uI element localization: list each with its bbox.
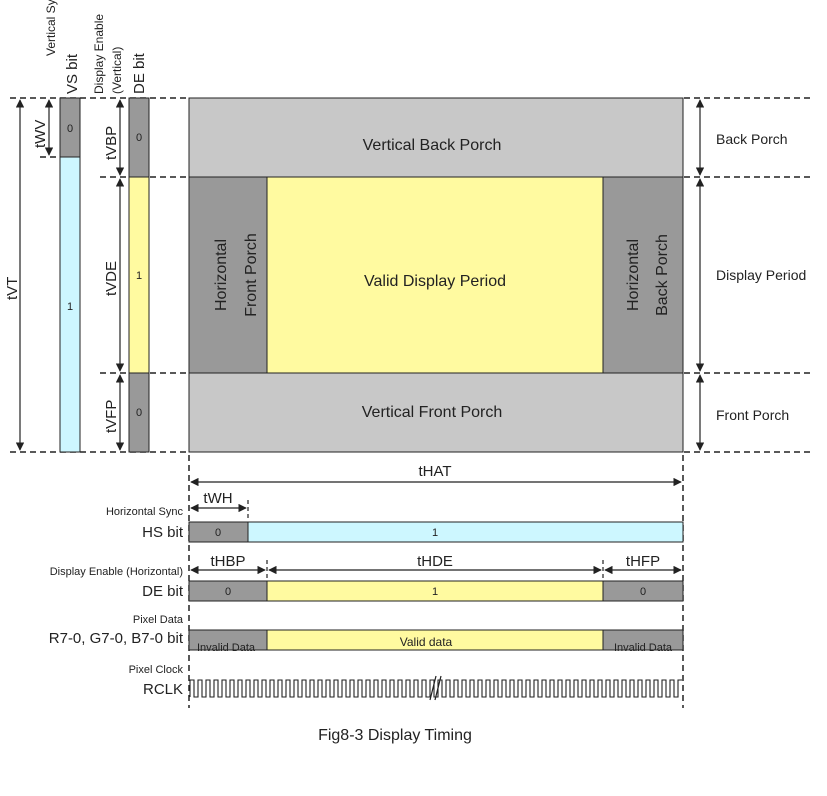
pd-invalid-left-label: Invalid Data xyxy=(197,642,256,654)
vertical-back-porch-region xyxy=(188,97,684,178)
label-twv: tWV xyxy=(32,120,49,148)
hs-low-value: 0 xyxy=(215,527,221,539)
pd-valid-label: Valid data xyxy=(400,635,453,649)
label-thbp: tHBP xyxy=(210,553,245,570)
vs-low-value: 0 xyxy=(67,123,73,135)
vertical-dimension-arrows xyxy=(15,99,705,451)
valid-display-period-label: Valid Display Period xyxy=(364,273,506,290)
horizontal-front-porch-region xyxy=(188,176,268,374)
label-thfp: tHFP xyxy=(626,553,660,570)
de-v-caption-1: Display Enable xyxy=(92,14,106,94)
pd-caption: Pixel Data xyxy=(133,614,184,626)
hbp-label-line2: Back Porch xyxy=(654,234,671,316)
de-v-high-value: 1 xyxy=(136,270,142,282)
label-tvt: tVT xyxy=(4,277,21,300)
label-that: tHAT xyxy=(418,463,451,480)
vertical-front-porch-region xyxy=(188,372,684,453)
right-label-back-porch: Back Porch xyxy=(716,131,788,147)
horizontal-de-guides xyxy=(266,560,604,580)
hs-high-value: 1 xyxy=(432,527,438,539)
clk-name: RCLK xyxy=(143,681,183,698)
de-h-high-value: 1 xyxy=(432,586,438,598)
hfp-label-line2: Front Porch xyxy=(243,233,260,317)
de-h-name: DE bit xyxy=(142,583,184,600)
rclk-waveform xyxy=(189,679,682,698)
de-h-low-right-value: 0 xyxy=(640,586,646,598)
de-h-low-left-value: 0 xyxy=(225,586,231,598)
right-label-front-porch: Front Porch xyxy=(716,407,789,423)
clk-caption: Pixel Clock xyxy=(129,664,184,676)
vs-name: VS bit xyxy=(64,53,81,94)
de-v-caption-2: (Vertical) xyxy=(110,47,124,94)
horizontal-back-porch-region xyxy=(602,176,684,374)
de-h-low-right xyxy=(602,580,684,602)
hs-high-segment xyxy=(247,521,684,543)
vs-high-value: 1 xyxy=(67,301,73,313)
rclk-break-mark xyxy=(429,675,442,701)
de-v-low-bottom-value: 0 xyxy=(136,407,142,419)
pd-invalid-right xyxy=(602,629,684,651)
de-v-name: DE bit xyxy=(131,52,148,94)
label-tvfp: tVFP xyxy=(103,400,120,433)
vertical-back-porch-label: Vertical Back Porch xyxy=(363,137,502,154)
hfp-label-line1: Horizontal xyxy=(213,239,230,311)
label-twh: tWH xyxy=(203,490,232,507)
de-v-low-bottom xyxy=(128,372,150,453)
hbp-label-line1: Horizontal xyxy=(625,239,642,311)
pd-name: R7-0, G7-0, B7-0 bit xyxy=(49,630,184,647)
vs-caption: Vertical Sync xyxy=(44,0,58,56)
de-h-caption: Display Enable (Horizontal) xyxy=(50,566,183,578)
label-tvde: tVDE xyxy=(103,261,120,296)
vs-high-segment xyxy=(59,156,81,453)
vertical-front-porch-label: Vertical Front Porch xyxy=(362,404,503,421)
right-label-display-period: Display Period xyxy=(716,267,806,283)
de-v-low-top-value: 0 xyxy=(136,132,142,144)
valid-display-region xyxy=(266,176,604,374)
hs-name: HS bit xyxy=(142,524,184,541)
hs-caption: Horizontal Sync xyxy=(106,506,184,518)
label-thde: tHDE xyxy=(417,553,453,570)
pd-invalid-right-label: Invalid Data xyxy=(614,642,673,654)
label-tvbp: tVBP xyxy=(103,126,120,160)
figure-caption: Fig8-3 Display Timing xyxy=(318,727,472,744)
